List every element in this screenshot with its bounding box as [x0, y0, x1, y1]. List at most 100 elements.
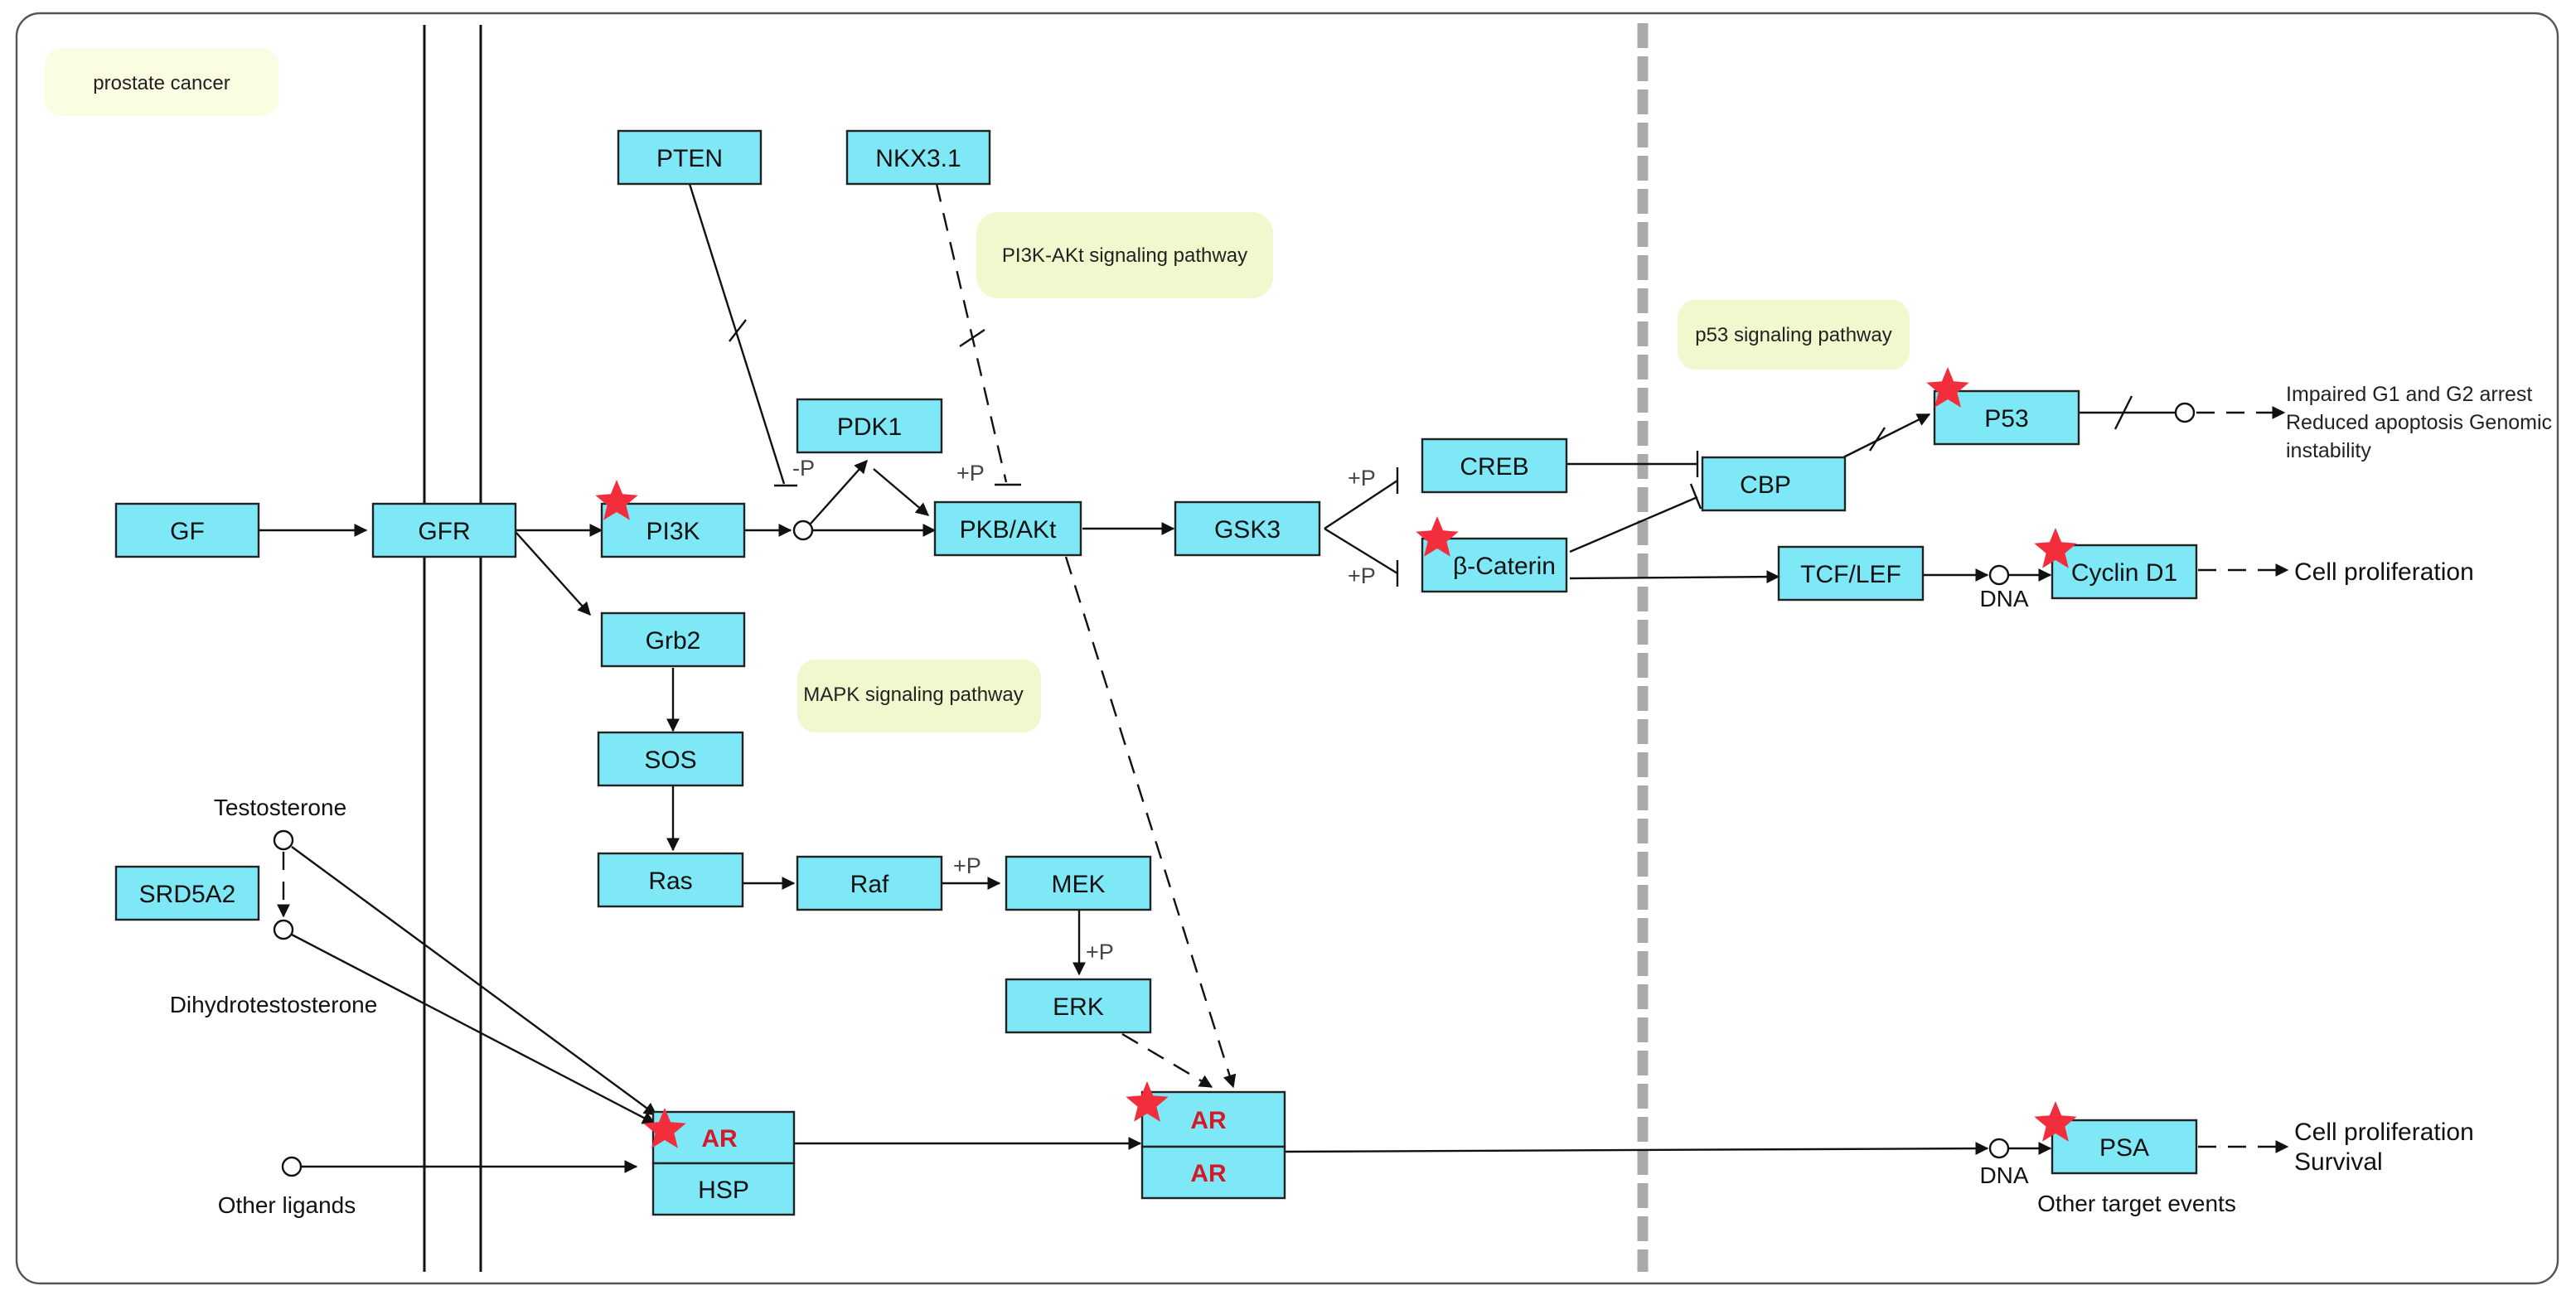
node-creb-box[interactable] [1421, 437, 1568, 494]
label-testosterone: Testosterone [214, 795, 346, 820]
node-sos-label: SOS [644, 747, 696, 774]
edge-cbp-p53 [1842, 413, 1931, 459]
star-ar-1-icon [643, 1108, 686, 1148]
node-raf-box[interactable] [796, 855, 943, 911]
node-ar-dimer[interactable]: AR AR [1140, 1090, 1286, 1200]
node-pten-box[interactable] [617, 129, 763, 186]
node-pkb-label: PKB/AKt [960, 516, 1057, 544]
modifier-plus-p-mek: +P [953, 853, 981, 878]
node-bcatenin-label: β-Caterin [1453, 553, 1556, 580]
star-psa-icon [2034, 1101, 2077, 1142]
pathway-badge-p53[interactable] [1678, 300, 1910, 370]
edge-pdk1-pkb [873, 468, 930, 516]
node-ar3-box[interactable] [1140, 1145, 1286, 1200]
node-raf[interactable]: Raf [796, 855, 943, 911]
node-raf-label: Raf [850, 871, 889, 898]
node-srd5a2-box[interactable] [114, 865, 260, 921]
node-gsk3[interactable]: GSK3 [1174, 500, 1321, 557]
modifier-plus-p-erk: +P [1086, 940, 1114, 964]
node-cyclind1[interactable]: Cyclin D1 [2051, 544, 2198, 600]
pathway-badge-mapk[interactable] [797, 660, 1041, 732]
highlight-stars [595, 367, 2077, 1148]
node-pten-label: PTEN [656, 145, 723, 172]
node-cbp-box[interactable] [1701, 456, 1847, 512]
label-dihydrotestosterone: Dihydrotestosterone [170, 992, 378, 1017]
node-pkb[interactable]: PKB/AKt [933, 500, 1082, 557]
node-p53-label: P53 [1984, 405, 2028, 433]
node-gf-box[interactable] [114, 502, 260, 558]
node-pten[interactable]: PTEN [617, 129, 763, 186]
node-grb2-label: Grb2 [646, 627, 701, 655]
node-ras-box[interactable] [597, 852, 744, 908]
node-psa-box[interactable] [2051, 1119, 2198, 1175]
node-ar1-label: AR [701, 1125, 738, 1153]
edge-bcat-cbp [1569, 495, 1698, 553]
edge-pten-tick [729, 319, 747, 342]
node-creb-label: CREB [1460, 453, 1528, 481]
edge-nkx31-tick [959, 329, 985, 347]
node-hsp-box[interactable] [651, 1162, 796, 1216]
node-tcflef[interactable]: TCF/LEF [1777, 545, 1925, 602]
node-ar1-box[interactable] [651, 1110, 796, 1165]
p53-compound-circle [2174, 402, 2196, 423]
edge-gfr-grb2 [515, 531, 591, 616]
node-pi3k-label: PI3K [646, 518, 700, 545]
edge-testosterone-ar [291, 846, 658, 1116]
node-cyclind1-box[interactable] [2051, 544, 2198, 600]
node-grb2-box[interactable] [600, 611, 746, 668]
label-dna-2: DNA [1979, 1162, 2028, 1188]
node-gf[interactable]: GF [114, 502, 260, 558]
diagram-title: prostate cancer [93, 72, 230, 94]
node-erk[interactable]: ERK [1005, 978, 1152, 1034]
node-mek-box[interactable] [1005, 855, 1152, 911]
modifier-plus-p-pkb: +P [956, 461, 985, 486]
node-pdk1[interactable]: PDK1 [796, 398, 943, 454]
edge-ardimer-dna [1284, 1142, 1989, 1156]
node-pdk1-box[interactable] [796, 398, 943, 454]
node-tcflef-box[interactable] [1777, 545, 1925, 602]
node-cyclind1-label: Cyclin D1 [2071, 559, 2177, 587]
edge-p53-tick [2114, 395, 2133, 430]
node-creb[interactable]: CREB [1421, 437, 1568, 494]
node-nkx31-box[interactable] [845, 129, 991, 186]
node-srd5a2-label: SRD5A2 [139, 881, 236, 908]
node-nkx31[interactable]: NKX3.1 [845, 129, 991, 186]
dna-circle-1 [1988, 564, 2010, 586]
edge-gsk3-creb [1324, 479, 1398, 530]
label-cell-proliferation-2: Cell proliferation [2294, 1119, 2474, 1146]
node-grb2[interactable]: Grb2 [600, 611, 746, 668]
node-mek[interactable]: MEK [1005, 855, 1152, 911]
node-gfr-label: GFR [418, 518, 470, 545]
label-other-ligands: Other ligands [218, 1192, 356, 1218]
node-psa-label: PSA [2099, 1134, 2149, 1162]
star-pi3k-icon [595, 480, 638, 520]
node-erk-box[interactable] [1005, 978, 1152, 1034]
star-cyclind1-icon [2034, 528, 2077, 568]
node-gsk3-box[interactable] [1174, 500, 1321, 557]
node-gfr[interactable]: GFR [371, 502, 517, 558]
dna-circle-2 [1988, 1138, 2010, 1159]
edge-nkx31-inhibit [935, 183, 1008, 483]
edge-pip3-pdk1 [810, 460, 868, 524]
node-ar3-label: AR [1190, 1160, 1227, 1187]
edge-dht-ar [291, 933, 656, 1125]
node-ar-hsp-complex[interactable]: AR HSP [651, 1110, 796, 1216]
node-pkb-box[interactable] [933, 500, 1082, 557]
node-srd5a2[interactable]: SRD5A2 [114, 865, 260, 921]
node-ras[interactable]: Ras [597, 852, 744, 908]
star-bcatenin-icon [1416, 516, 1459, 557]
node-ar2-box[interactable] [1140, 1090, 1286, 1148]
node-tcflef-label: TCF/LEF [1800, 561, 1901, 588]
label-p53-outcome-1: Impaired G1 and G2 arrest [2286, 383, 2532, 406]
pathway-badge-pi3k[interactable] [976, 212, 1273, 298]
node-p53[interactable]: P53 [1933, 389, 2080, 446]
node-psa[interactable]: PSA [2051, 1119, 2198, 1175]
node-cbp[interactable]: CBP [1701, 456, 1847, 512]
node-sos[interactable]: SOS [597, 731, 744, 787]
node-sos-box[interactable] [597, 731, 744, 787]
node-gfr-box[interactable] [371, 502, 517, 558]
node-mek-label: MEK [1051, 871, 1105, 898]
node-gsk3-label: GSK3 [1214, 516, 1281, 544]
modifier-plus-p-creb: +P [1348, 466, 1376, 491]
